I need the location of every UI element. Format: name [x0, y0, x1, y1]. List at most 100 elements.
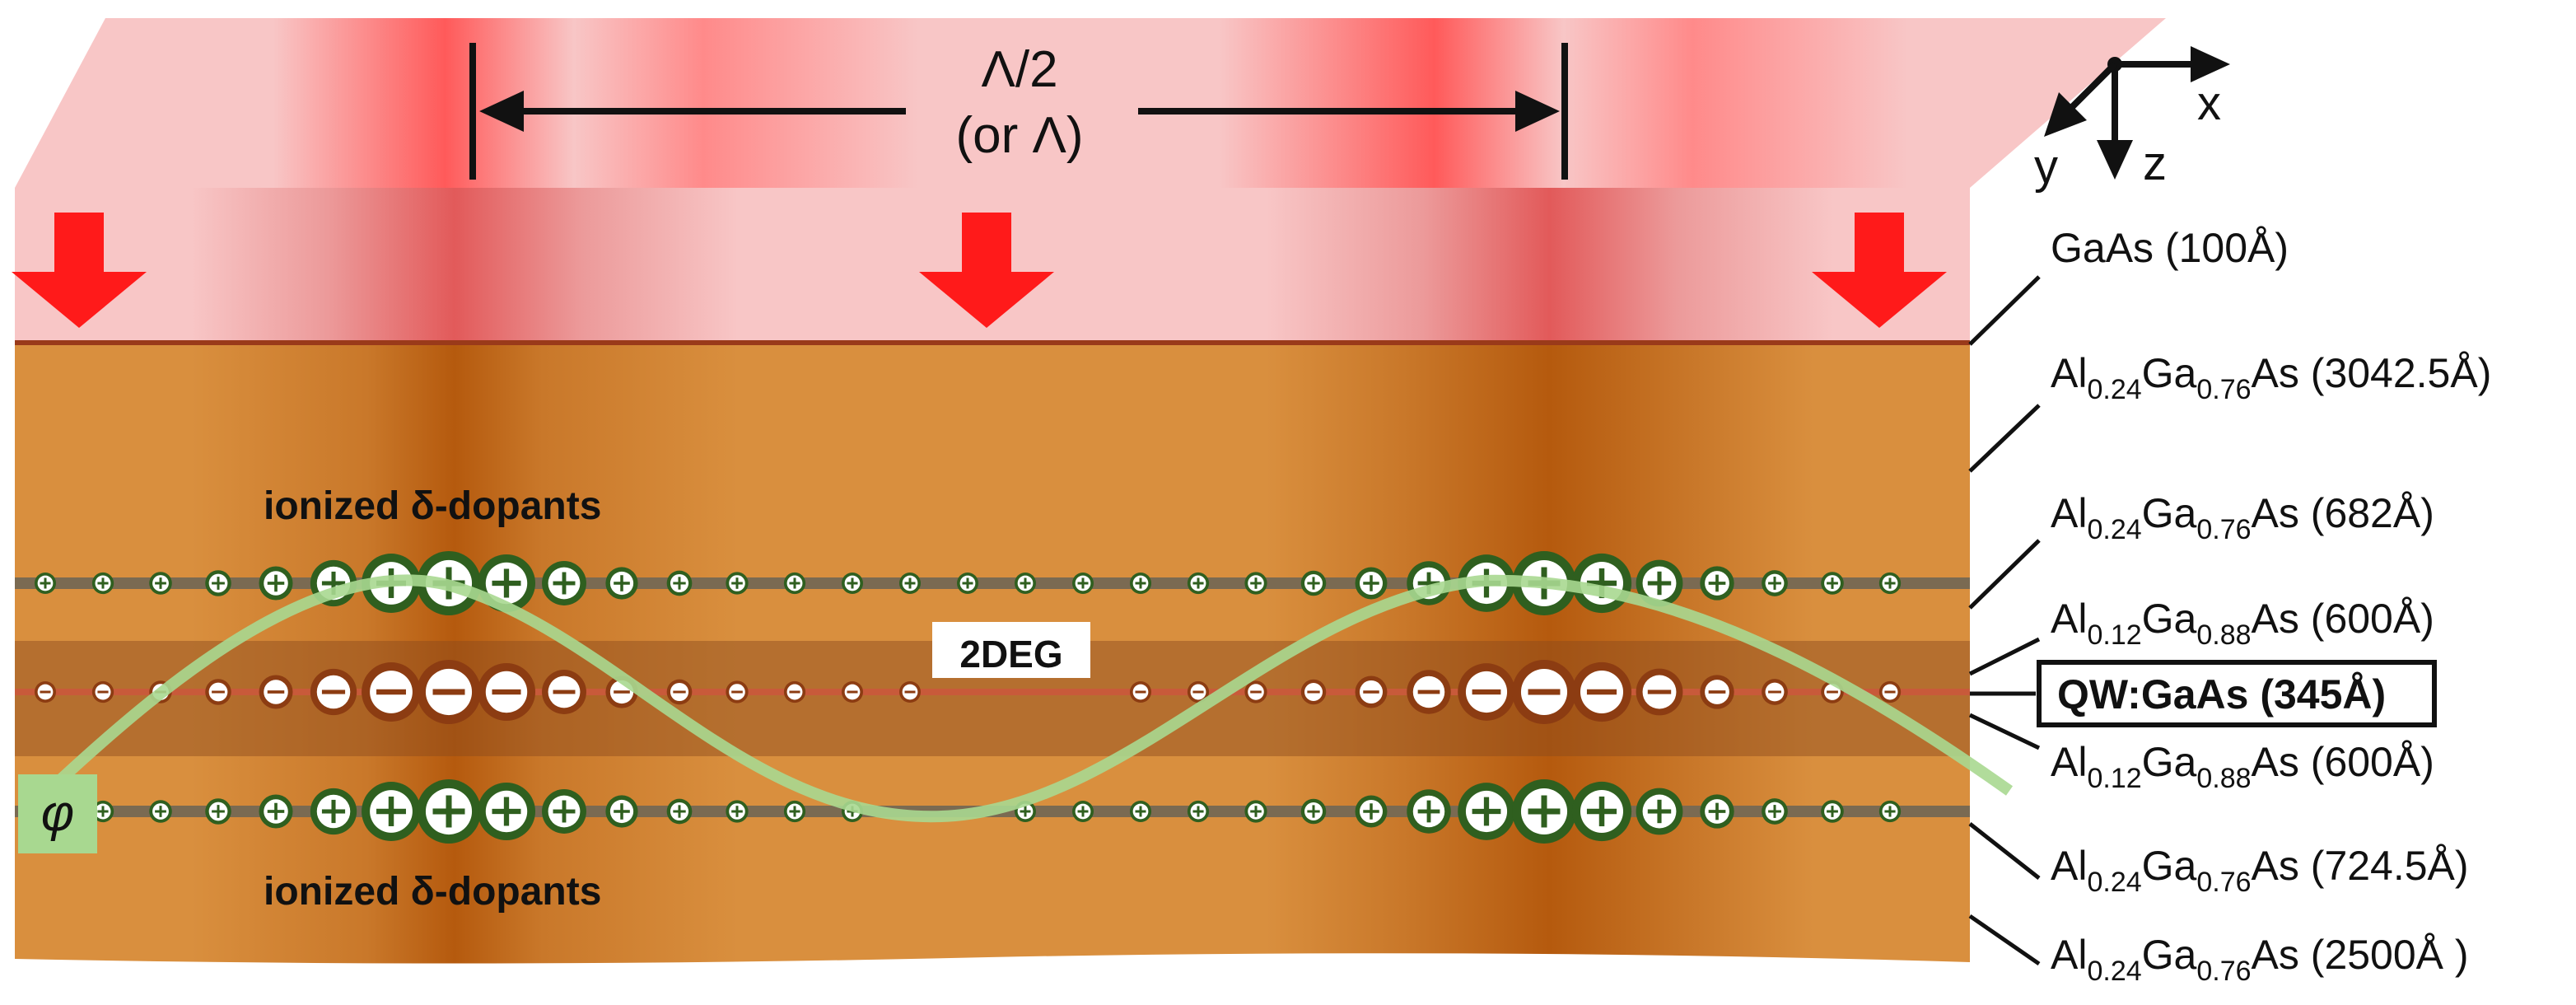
leader-line-algaas-600-top [1968, 637, 2041, 676]
dopant-label-bottom: ionized δ-dopants [264, 870, 601, 914]
electron-minus-marker [1407, 670, 1451, 714]
ionized-donant-plus-marker [783, 572, 806, 595]
ionized-donant-plus-marker [477, 782, 536, 841]
leader-line-algaas-682 [1968, 539, 2041, 610]
ionized-donant-plus-marker [1244, 800, 1267, 823]
ionized-donant-plus-marker [1512, 779, 1576, 844]
electron-minus-marker [783, 680, 806, 704]
phi-label-box [18, 774, 97, 853]
period-label-line1: Λ/2 [981, 41, 1057, 98]
ionized-donant-plus-marker [1636, 559, 1683, 607]
layer-label-algaas-600-bottom: Al0.12Ga0.88As (600Å) [2051, 739, 2434, 794]
potential-curve [58, 574, 2014, 823]
layer-label-algaas-682: Al0.24Ga0.76As (682Å) [2051, 490, 2434, 545]
ionized-donant-plus-marker [1014, 572, 1037, 595]
ionized-donant-plus-marker [362, 782, 421, 841]
ionized-donant-plus-marker [1071, 572, 1094, 595]
z-axis-label: z [2143, 137, 2167, 190]
electron-minus-marker [362, 662, 421, 722]
label-2deg-box [932, 622, 1090, 678]
electron-minus-marker [841, 680, 864, 704]
y-axis-arrowhead [2044, 92, 2087, 137]
electron-minus-marker [1244, 680, 1267, 704]
ionized-donant-plus-marker [956, 572, 979, 595]
ionized-donant-plus-marker [1355, 795, 1388, 828]
ionized-donant-plus-marker [1300, 798, 1327, 825]
ionized-donant-plus-marker [783, 800, 806, 823]
phi-label: φ [41, 785, 74, 842]
light-arrow-right [1812, 213, 1947, 328]
electron-minus-marker [666, 679, 693, 705]
leader-line-gaas-cap [1968, 275, 2041, 346]
ionized-donant-plus-marker [91, 572, 114, 595]
ionized-donant-plus-marker [259, 794, 293, 829]
electron-minus-marker [1129, 680, 1152, 704]
ionized-donant-plus-marker [205, 798, 231, 825]
z-axis-arrowhead [2097, 140, 2133, 180]
ionized-donant-plus-marker [1071, 800, 1094, 823]
ionized-donant-plus-marker [34, 572, 57, 595]
ionized-donant-plus-marker [1187, 572, 1210, 595]
electron-minus-marker [205, 679, 231, 705]
period-label-line2: (or Λ) [955, 107, 1083, 164]
dopant-label-top: ionized δ-dopants [264, 484, 601, 528]
leader-line-algaas-2500 [1968, 914, 2041, 966]
ionized-donant-plus-marker [726, 572, 749, 595]
electron-minus-marker [1300, 679, 1327, 705]
electron-minus-marker [417, 660, 481, 724]
light-arrow-center [919, 213, 1054, 328]
electron-minus-marker [1355, 675, 1388, 708]
electron-minus-marker [1458, 663, 1515, 721]
electron-minus-marker [1878, 680, 1902, 704]
electron-minus-marker [1571, 661, 1632, 722]
light-arrow-left [12, 213, 147, 328]
y-axis-shaft [2066, 62, 2117, 113]
ionized-donant-plus-marker [666, 570, 693, 596]
ionized-donant-plus-marker [1762, 570, 1788, 596]
electron-minus-marker [34, 680, 57, 704]
ionized-donant-plus-marker [1762, 798, 1788, 825]
ionized-donant-plus-marker [1821, 572, 1844, 595]
ionized-donant-plus-marker [259, 566, 293, 601]
period-arrowhead-left [479, 91, 524, 132]
x-axis-arrowhead [2191, 46, 2230, 82]
ionized-donant-plus-marker [1244, 572, 1267, 595]
ionized-donant-plus-marker [1129, 800, 1152, 823]
ionized-donant-plus-marker [1700, 566, 1734, 601]
electron-minus-marker [1512, 660, 1576, 724]
ionized-donant-plus-marker [417, 779, 481, 844]
label-2deg: 2DEG [959, 633, 1062, 675]
layer-label-algaas-724: Al0.24Ga0.76As (724.5Å) [2051, 843, 2469, 898]
electron-minus-marker [310, 668, 357, 716]
leader-line-algaas-600-bottom [1968, 713, 2041, 750]
layer-label-algaas-600-top: Al0.12Ga0.88As (600Å) [2051, 596, 2434, 651]
ionized-donant-plus-marker [1129, 572, 1152, 595]
ionized-donant-plus-marker [1187, 800, 1210, 823]
electron-minus-marker [477, 662, 536, 722]
ionized-donant-plus-marker [726, 800, 749, 823]
ionized-donant-plus-marker [205, 570, 231, 596]
ionized-donant-plus-marker [1636, 788, 1683, 835]
layer-label-gaas-cap: GaAs (100Å) [2051, 225, 2289, 271]
leader-line-algaas-3042 [1968, 404, 2041, 473]
electron-minus-marker [91, 680, 114, 704]
ionized-donant-plus-marker [542, 561, 586, 605]
y-axis-label: y [2034, 140, 2058, 194]
ionized-donant-plus-marker [605, 795, 638, 828]
electron-minus-marker [726, 680, 749, 704]
electron-minus-marker [1636, 668, 1683, 716]
surface-top-face [15, 18, 2166, 188]
ionized-donant-plus-marker [1878, 572, 1902, 595]
electron-minus-marker [1762, 679, 1788, 705]
ionized-donant-plus-marker [1407, 789, 1451, 834]
ionized-donant-plus-marker [1571, 781, 1632, 842]
layer-label-algaas-3042: Al0.24Ga0.76As (3042.5Å) [2051, 350, 2491, 405]
ionized-donant-plus-marker [1355, 567, 1388, 600]
ionized-donant-plus-marker [310, 788, 357, 835]
ionized-donant-plus-marker [1821, 800, 1844, 823]
ionized-donant-plus-marker [91, 800, 114, 823]
ionized-donant-plus-marker [149, 572, 172, 595]
layer-label-algaas-2500: Al0.24Ga0.76As (2500Å ) [2051, 932, 2469, 987]
